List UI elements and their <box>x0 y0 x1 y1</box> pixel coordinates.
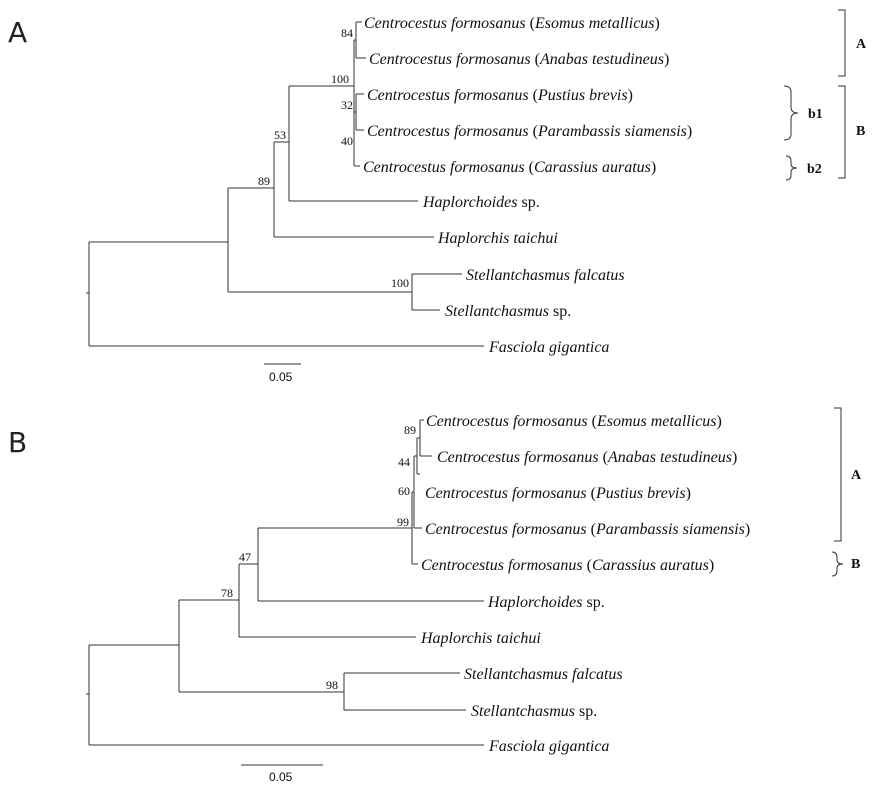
panel-b-support: 98 <box>326 678 338 692</box>
panel-a-support: 100 <box>391 276 409 290</box>
panel-a-support: 32 <box>341 98 353 112</box>
panel-a-taxon-haplorchis: Haplorchis taichui <box>437 230 558 247</box>
panel-b-clade-a-label: A <box>851 468 862 483</box>
panel-b-taxon-stellantchasmus-sp: Stellantchasmus sp. <box>471 703 597 720</box>
panel-b-clade-a-bracket <box>834 407 842 542</box>
panel-a-clade-a-label: A <box>856 37 867 52</box>
panel-a-clade-a-bracket <box>838 9 846 77</box>
panel-a-clade-b1-label: b1 <box>808 107 823 122</box>
panel-b-label: B <box>8 426 27 459</box>
panel-b-scale-label: 0.05 <box>269 770 293 784</box>
panel-b-support: 44 <box>398 455 410 469</box>
panel-b-taxon-anabas: Centrocestus formosanus (Anabas testudin… <box>437 449 737 466</box>
panel-a-label: A <box>8 16 27 49</box>
panel-b-support: 78 <box>221 586 233 600</box>
panel-a-taxon-parambassis: Centrocestus formosanus (Parambassis sia… <box>367 123 692 140</box>
panel-b-support: 47 <box>239 550 251 564</box>
panel-a-clade-b2-label: b2 <box>807 162 822 177</box>
panel-a-taxon-esomus: Centrocestus formosanus (Esomus metallic… <box>364 15 660 32</box>
panel-a-clade-b1-brace <box>783 85 799 141</box>
panel-b-taxon-stellantchasmus-falcatus: Stellantchasmus falcatus <box>464 666 623 683</box>
panel-b-taxon-pustius: Centrocestus formosanus (Pustius brevis) <box>425 485 691 502</box>
panel-b-taxon-parambassis: Centrocestus formosanus (Parambassis sia… <box>425 521 750 538</box>
panel-a-taxon-anabas: Centrocestus formosanus (Anabas testudin… <box>369 51 669 68</box>
panel-a-support: 53 <box>274 128 286 142</box>
panel-a-taxon-stellantchasmus-falcatus: Stellantchasmus falcatus <box>466 267 625 284</box>
panel-b: B <box>8 407 862 784</box>
panel-a-clade-b-bracket <box>838 85 846 179</box>
panel-b-taxon-esomus: Centrocestus formosanus (Esomus metallic… <box>426 413 722 430</box>
panel-a-branches <box>86 21 484 347</box>
panel-b-support: 60 <box>398 484 410 498</box>
panel-b-taxon-haplorchis: Haplorchis taichui <box>420 630 541 647</box>
panel-a-taxon-pustius: Centrocestus formosanus (Pustius brevis) <box>367 87 633 104</box>
panel-a-taxon-fasciola: Fasciola gigantica <box>488 339 609 356</box>
panel-b-taxon-haplorchoides: Haplorchoides sp. <box>487 594 605 611</box>
panel-a-taxon-haplorchoides: Haplorchoides sp. <box>422 194 540 211</box>
panel-b-taxon-carassius: Centrocestus formosanus (Carassius aurat… <box>421 557 714 574</box>
panel-a: A <box>8 9 867 384</box>
panel-b-clade-b-brace <box>831 551 844 577</box>
panel-a-taxon-carassius: Centrocestus formosanus (Carassius aurat… <box>363 159 656 176</box>
panel-a-scale-label: 0.05 <box>269 370 293 384</box>
panel-b-taxon-fasciola: Fasciola gigantica <box>488 738 609 755</box>
panel-a-clade-b2-brace <box>785 155 798 181</box>
panel-a-support: 89 <box>258 174 270 188</box>
panel-a-support: 40 <box>341 134 353 148</box>
panel-b-clade-b-label: B <box>851 557 860 572</box>
panel-a-support: 84 <box>341 26 353 40</box>
panel-b-support: 99 <box>397 515 409 529</box>
panel-a-taxon-stellantchasmus-sp: Stellantchasmus sp. <box>445 303 571 320</box>
panel-a-support: 100 <box>331 72 349 86</box>
panel-b-support: 89 <box>404 423 416 437</box>
panel-a-clade-b-label: B <box>856 124 865 139</box>
panel-b-branches <box>86 419 484 746</box>
